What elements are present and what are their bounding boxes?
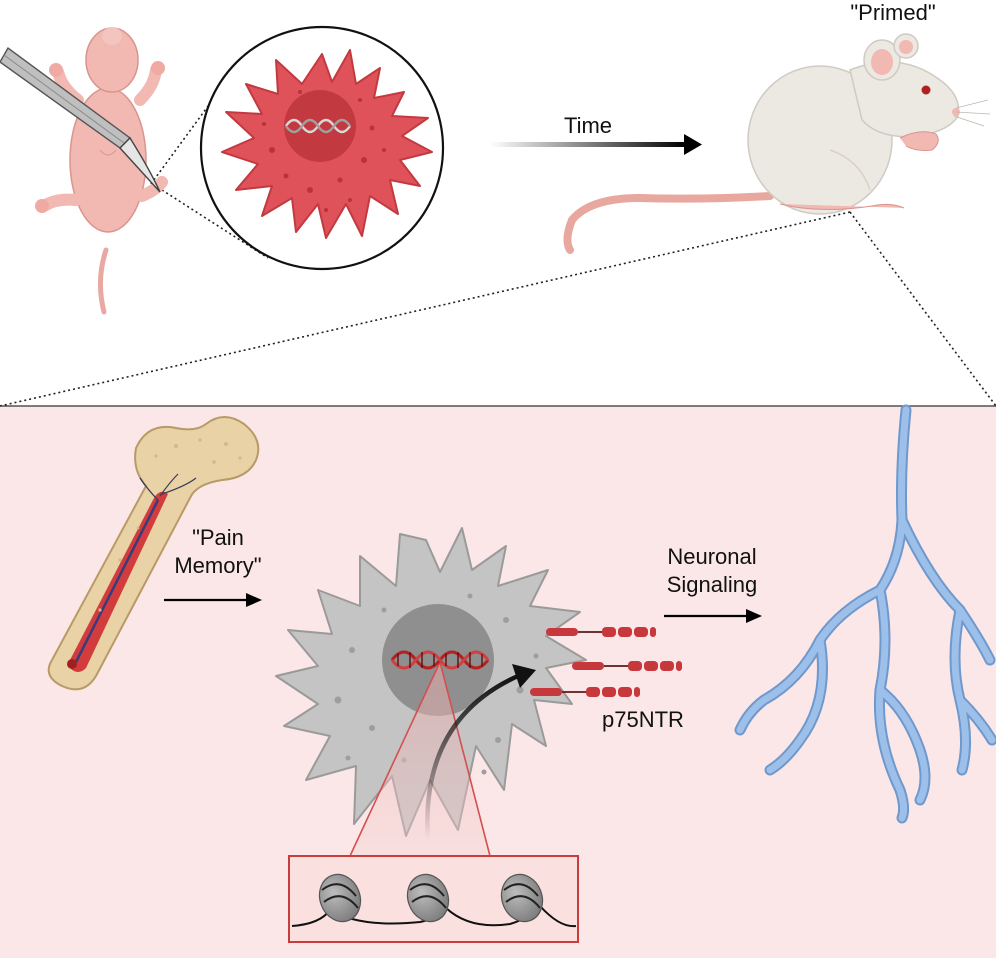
receptor-3 bbox=[530, 687, 640, 697]
adult-mouse bbox=[563, 33, 991, 254]
expression-arrow-head bbox=[512, 664, 536, 688]
primed-label: "Primed" bbox=[850, 0, 935, 25]
dna-icon bbox=[285, 118, 351, 134]
red-cell-nucleus bbox=[284, 90, 356, 162]
neuronal-signaling-label-1: Neuronal bbox=[667, 544, 756, 569]
histone-icon bbox=[406, 873, 450, 923]
histone-icon bbox=[500, 873, 544, 923]
receptor-2 bbox=[572, 661, 682, 671]
zoom-line-left bbox=[0, 211, 851, 407]
zoom-line-pup-cell bbox=[161, 189, 269, 259]
zoom-line-right bbox=[849, 211, 996, 407]
time-label: Time bbox=[564, 113, 612, 138]
pain-memory-label-2: Memory" bbox=[174, 553, 261, 578]
time-arrow-shaft bbox=[490, 142, 686, 147]
red-cell-vesicles bbox=[262, 90, 386, 212]
neuronal-arrow-head bbox=[746, 609, 762, 623]
pain-memory-arrow-head bbox=[246, 593, 262, 607]
bone bbox=[47, 416, 260, 691]
zoom-line-pup-cell-top bbox=[147, 97, 215, 189]
receptor-1 bbox=[546, 627, 656, 637]
p75ntr-receptors bbox=[530, 627, 682, 697]
scalpel-icon bbox=[0, 46, 161, 193]
pain-memory-label-1: "Pain bbox=[192, 525, 244, 550]
neuron bbox=[734, 404, 996, 824]
time-arrow-head bbox=[684, 134, 702, 155]
dna-icon bbox=[390, 650, 490, 670]
neuronal-signaling-label-2: Signaling bbox=[667, 572, 758, 597]
expression-arrow-shaft bbox=[425, 673, 519, 841]
p75ntr-label: p75NTR bbox=[602, 707, 684, 732]
histone-icon bbox=[318, 873, 362, 923]
grey-cell-nucleus bbox=[382, 604, 494, 716]
